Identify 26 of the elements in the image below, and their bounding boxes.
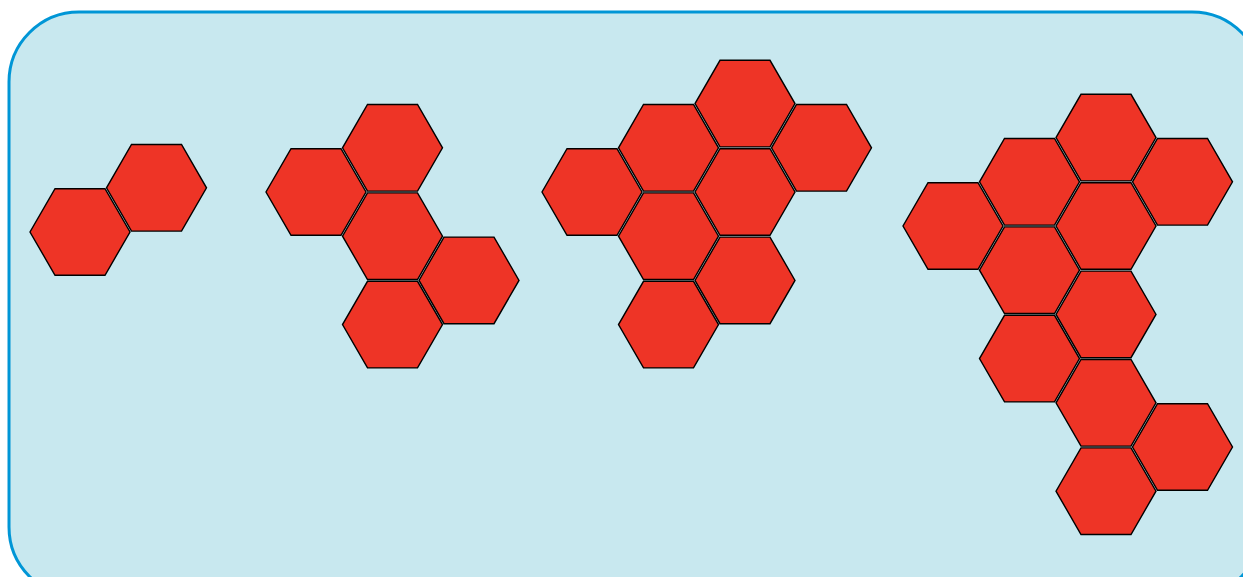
hexagon	[694, 148, 796, 236]
hexagon	[105, 143, 208, 232]
hexagon	[694, 59, 796, 148]
hexagon	[978, 314, 1081, 403]
hexagon	[341, 103, 444, 192]
hexagon	[1131, 403, 1234, 491]
hexagon	[1055, 447, 1157, 536]
hexagon	[902, 182, 1004, 270]
hexagon	[1131, 137, 1234, 226]
hexagon	[1055, 358, 1157, 447]
hexagon	[1055, 270, 1157, 359]
hexagon	[617, 192, 720, 281]
hexagon	[978, 226, 1081, 315]
hexagon	[341, 280, 444, 369]
hexagon	[617, 280, 720, 369]
hexagon	[265, 148, 367, 236]
hexagon	[694, 236, 796, 325]
hexagon	[29, 188, 131, 276]
hexagon	[617, 103, 720, 192]
hexagon	[1055, 182, 1157, 270]
hexagon	[341, 192, 444, 281]
hexagon	[1055, 93, 1157, 182]
hexagon	[418, 236, 520, 325]
hexagon	[978, 137, 1081, 226]
hexagon	[541, 148, 643, 236]
hexagon	[770, 103, 873, 192]
